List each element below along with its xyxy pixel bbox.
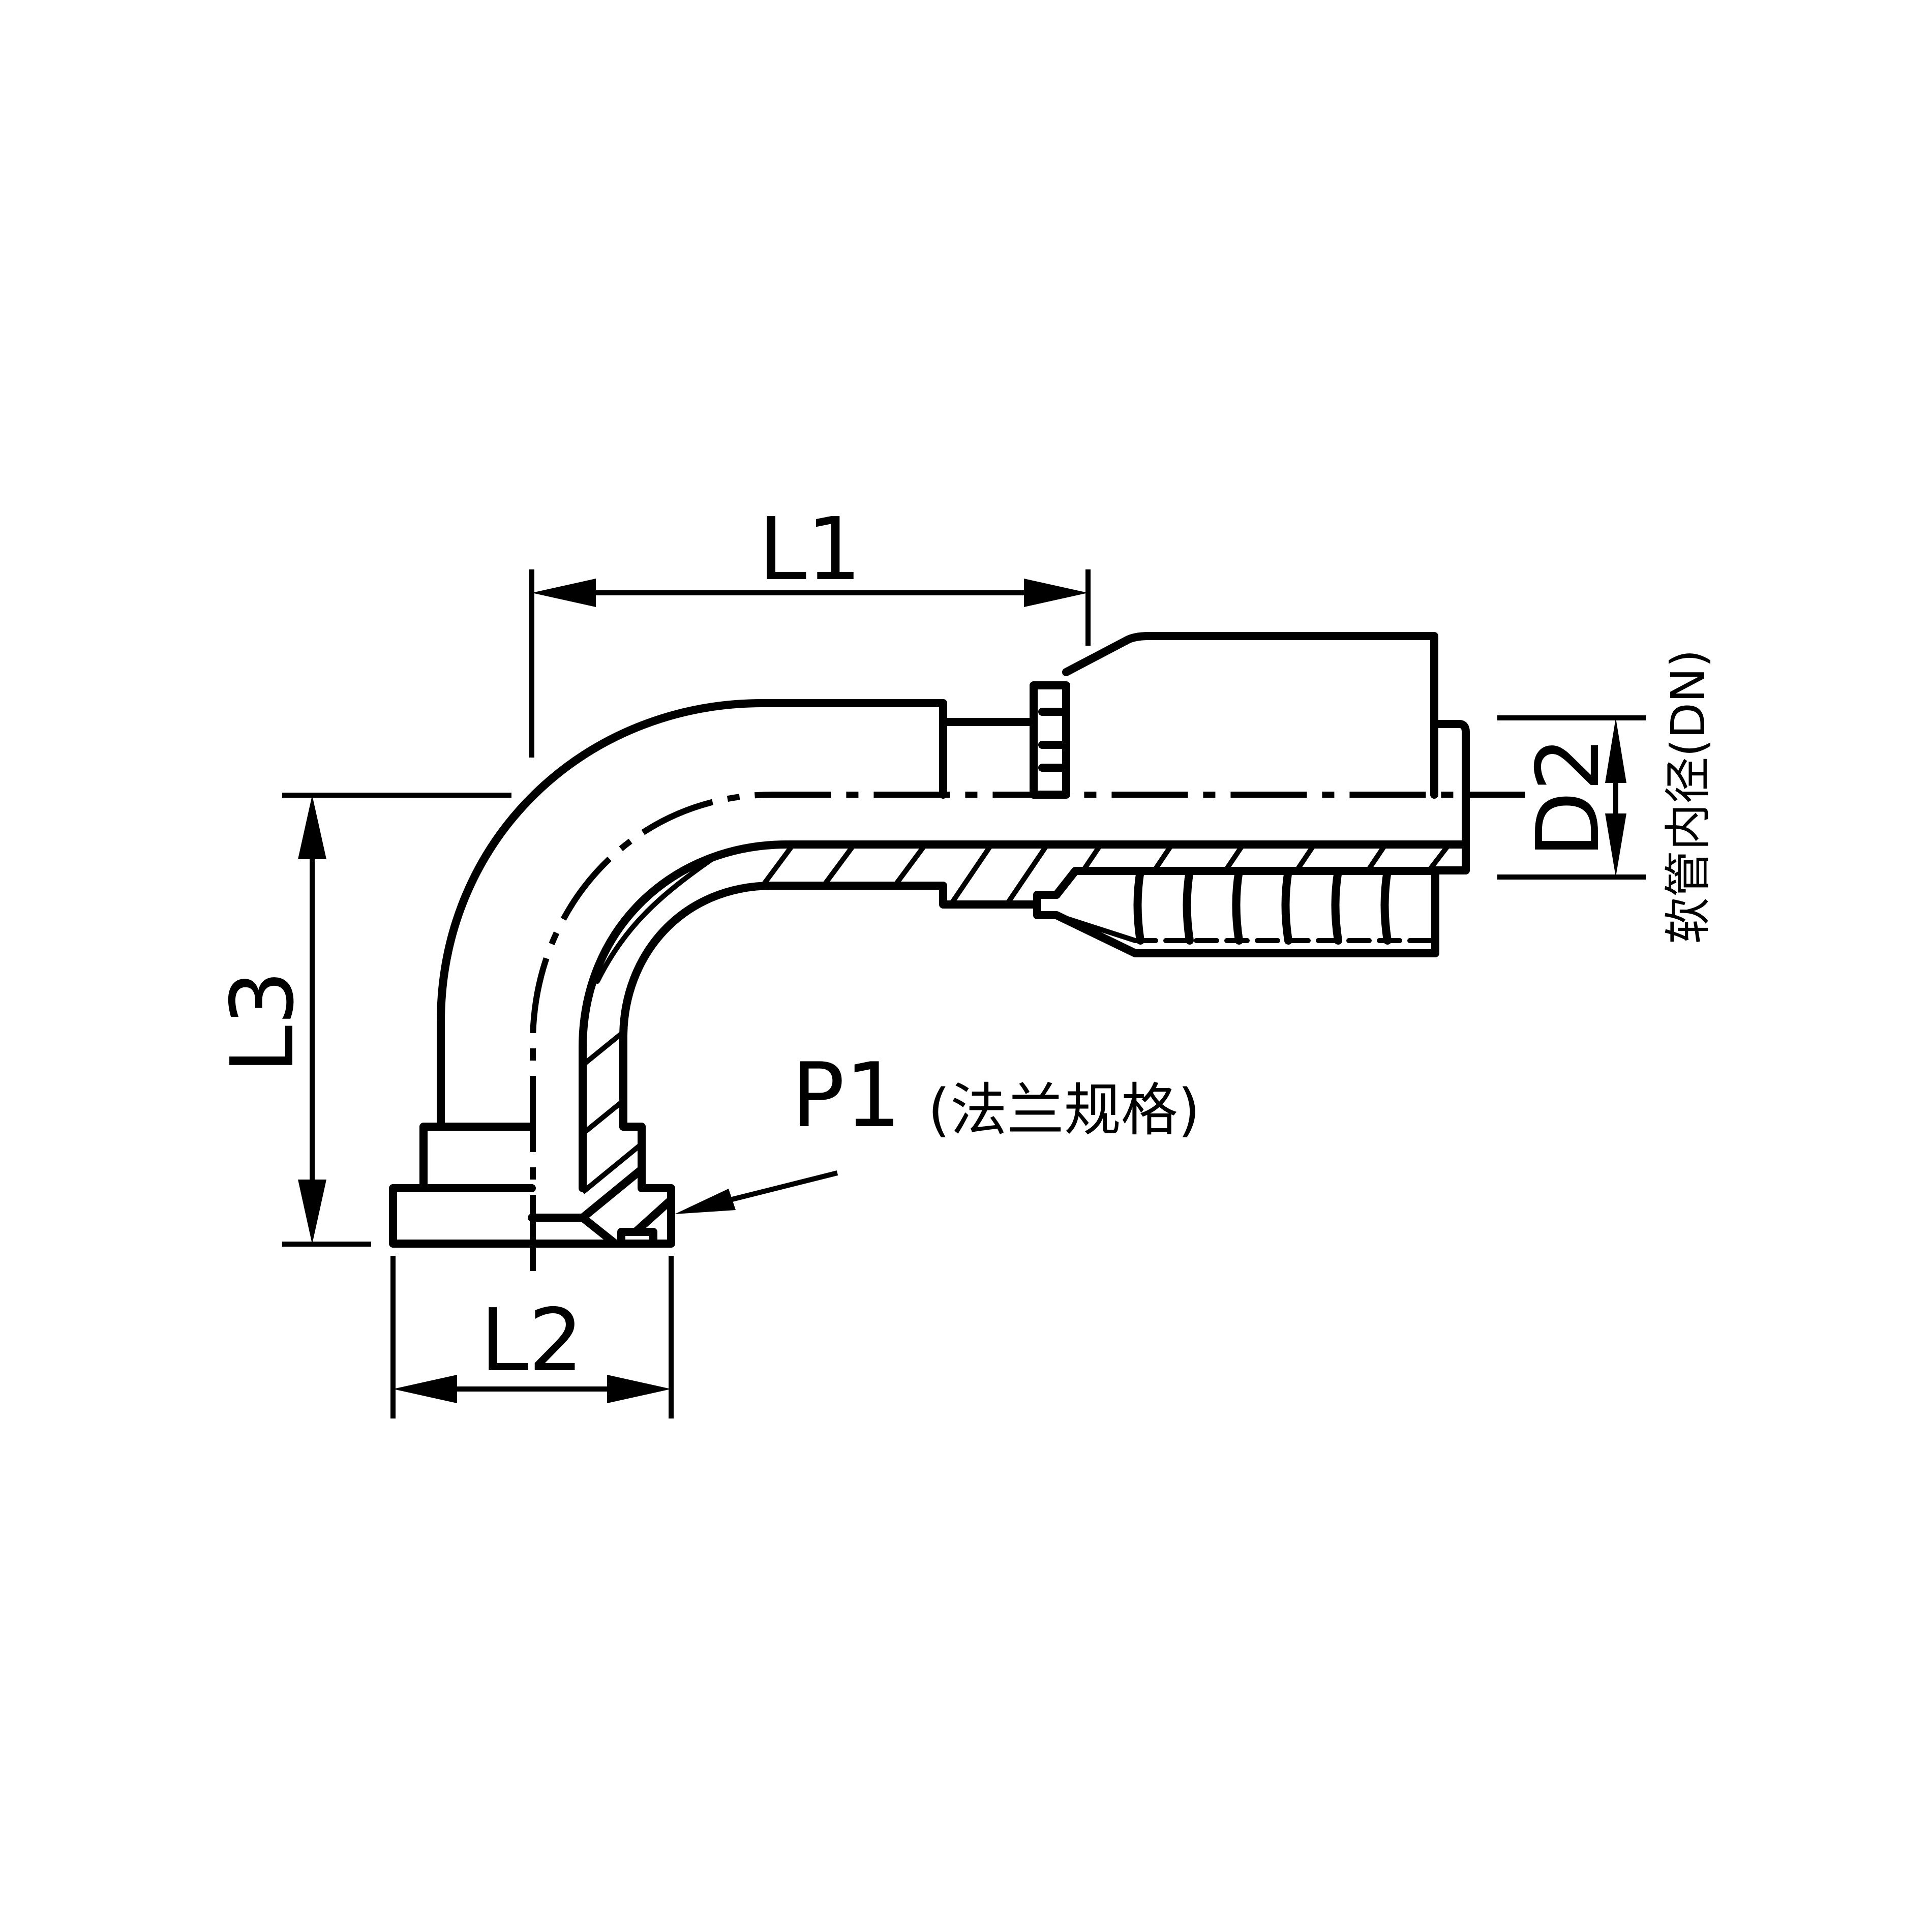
ferrule (1033, 632, 1470, 957)
hatch-horizontal (760, 842, 1451, 906)
label-L3: L3 (213, 971, 313, 1074)
flange (389, 1123, 675, 1248)
elbow-body (437, 699, 1525, 1271)
label-D2: D2 (1518, 736, 1619, 858)
label-L2: L2 (480, 1290, 584, 1391)
dimension-D2: D2 软管内径(DN) (1497, 649, 1715, 944)
dimension-L1: L1 (529, 499, 1091, 758)
leader-P1: P1 (法兰规格) (675, 1044, 1200, 1214)
dimension-L2: L2 (390, 1256, 674, 1418)
label-P1-note: (法兰规格) (928, 1077, 1200, 1143)
dimension-L3: L3 (213, 793, 511, 1247)
hatch-vertical (581, 1030, 644, 1194)
serrations (1133, 867, 1438, 945)
label-D2-note: 软管内径(DN) (1661, 649, 1715, 944)
hex-nut (939, 681, 1070, 799)
label-P1: P1 (791, 1044, 901, 1148)
label-L1: L1 (759, 499, 862, 600)
